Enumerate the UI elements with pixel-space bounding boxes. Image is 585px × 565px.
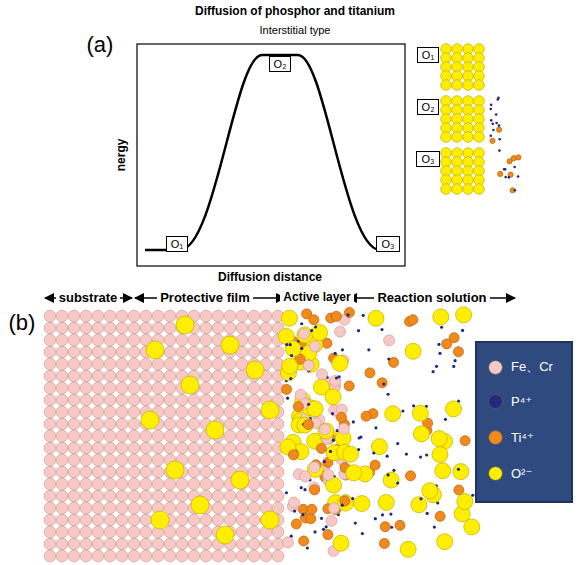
state-label: O₃ xyxy=(421,153,434,165)
state-box: O₂ xyxy=(417,99,440,116)
region-label: Reaction solution xyxy=(374,291,489,306)
region-label: Active layer xyxy=(280,291,353,305)
axis-label: nergy xyxy=(115,139,129,172)
legend-entry: O²⁻ xyxy=(488,466,532,481)
state-label: O₁ xyxy=(422,49,434,61)
legend-swatch xyxy=(488,430,503,445)
state-label: O₃ xyxy=(381,238,394,250)
panel-letter: (a) xyxy=(87,32,114,57)
legend-label: Fe、Cr xyxy=(511,358,553,376)
legend-swatch xyxy=(488,466,503,481)
panel-letter: (b) xyxy=(9,310,36,335)
state-box: O₂ xyxy=(269,56,292,73)
legend-label: P⁴⁺ xyxy=(511,394,532,409)
legend-label: Ti⁴⁺ xyxy=(511,430,534,445)
legend-entry: Fe、Cr xyxy=(488,358,553,376)
atom-field xyxy=(44,44,521,562)
axis-label: Diffusion distance xyxy=(218,271,322,285)
plot-frame xyxy=(137,44,405,266)
state-box: O₁ xyxy=(417,47,439,64)
legend-panel xyxy=(476,342,572,502)
state-label: O₂ xyxy=(274,58,287,70)
legend-entry: Ti⁴⁺ xyxy=(488,430,534,445)
panel-title: Diffusion of phosphor and titanium xyxy=(195,5,395,19)
region-label: substrate xyxy=(56,291,121,306)
legend-swatch xyxy=(488,360,503,375)
energy-curve xyxy=(145,55,398,250)
legend-swatch xyxy=(488,394,503,409)
state-box: O₃ xyxy=(416,151,439,168)
state-box: O₁ xyxy=(166,236,188,253)
legend-label: O²⁻ xyxy=(511,466,532,481)
legend-entry: P⁴⁺ xyxy=(488,394,532,409)
state-label: O₁ xyxy=(171,238,183,250)
subtitle: Interstitial type xyxy=(260,24,331,37)
state-label: O₂ xyxy=(422,101,435,113)
region-label: Protective film xyxy=(157,291,253,306)
state-box: O₃ xyxy=(376,236,399,253)
